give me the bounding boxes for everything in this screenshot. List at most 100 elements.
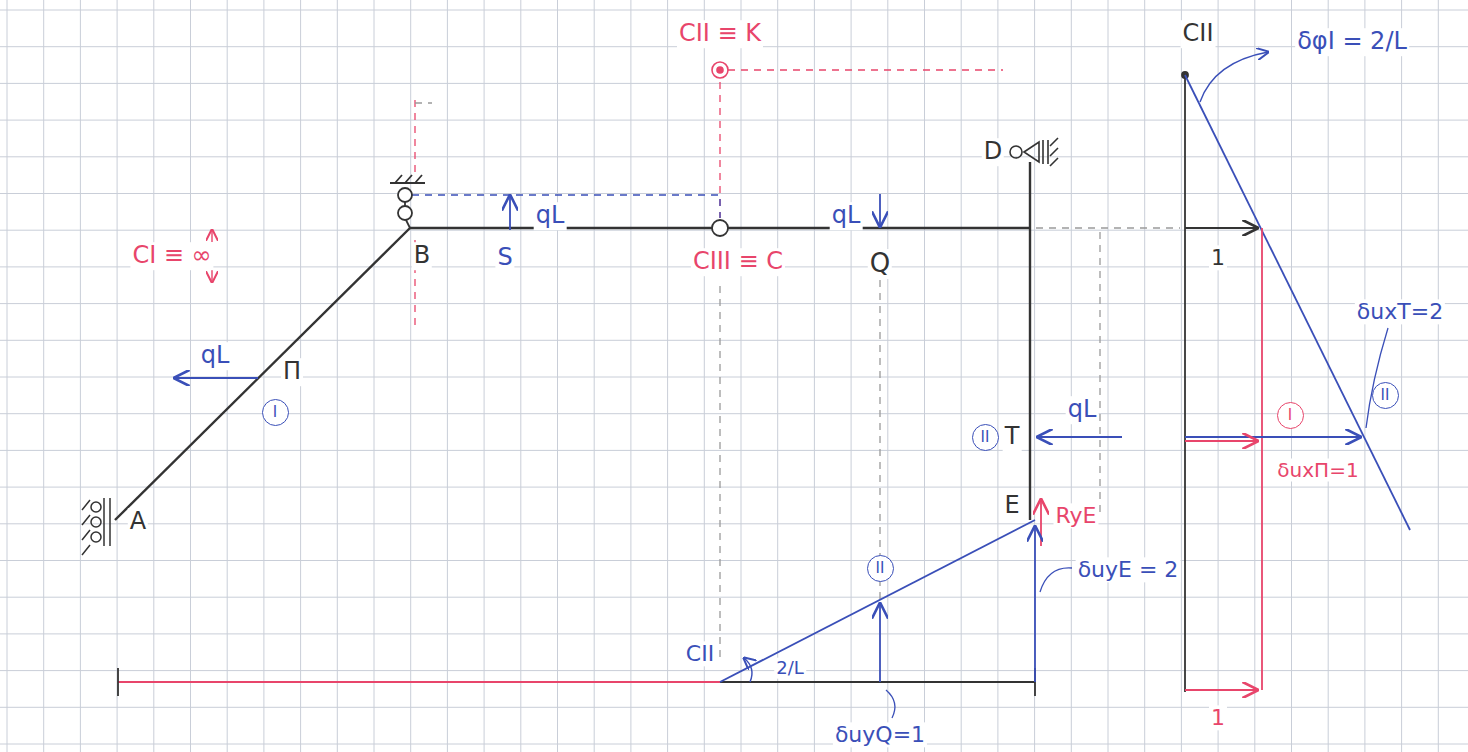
diagram-label: 1 <box>1209 245 1227 270</box>
diagram-label: CII <box>1181 20 1216 48</box>
dashed-construction-line <box>719 82 720 218</box>
body-number: I <box>273 405 277 420</box>
grid-paper <box>227 0 228 752</box>
diagram-label: Π <box>281 358 303 386</box>
diagram-label: Q <box>868 249 892 279</box>
grid-paper <box>924 0 925 752</box>
grid-paper <box>0 340 1468 341</box>
grid-paper <box>594 0 595 752</box>
infinity-arrows <box>211 230 212 242</box>
grid-paper <box>1034 0 1035 752</box>
reaction-arrow <box>1040 500 1042 546</box>
grid-paper <box>741 0 742 752</box>
displacement-diagram <box>118 668 1035 696</box>
diagram-label: δuxT=2 <box>1355 299 1445 324</box>
roller-support <box>1024 142 1039 162</box>
dashed-construction-line <box>1099 232 1100 515</box>
instant-centre <box>717 67 723 73</box>
roller-support <box>1043 140 1048 164</box>
grid-paper <box>0 487 1468 488</box>
load-arrow <box>175 194 1122 437</box>
displacement-diagram <box>118 520 1072 718</box>
diagram-label: RyE <box>1053 503 1098 528</box>
pendulum-support <box>390 175 425 228</box>
grid-paper <box>961 0 962 752</box>
grid-paper <box>851 0 852 752</box>
grid-paper <box>0 707 1468 708</box>
grid-paper <box>0 744 1468 745</box>
grid-paper <box>0 193 1468 194</box>
body-number: II <box>876 561 885 576</box>
dashed-construction-line <box>879 280 880 600</box>
grid-paper <box>0 413 1468 414</box>
pendulum-support <box>395 175 422 183</box>
grid-paper <box>0 120 1468 121</box>
rotation-diagram <box>1185 436 1360 438</box>
displacement-diagram <box>720 520 1035 682</box>
grid-paper <box>153 0 154 752</box>
grid-paper <box>777 0 778 752</box>
diagram-label: E <box>1002 492 1021 520</box>
load-arrow <box>879 194 881 226</box>
grid-paper <box>814 0 815 752</box>
hinge <box>712 220 728 236</box>
grid-paper <box>1144 0 1145 752</box>
diagram-label: 2/L <box>774 658 806 679</box>
diagram-label: T <box>1003 423 1022 451</box>
hinge <box>712 220 728 236</box>
diagram-label: δφI = 2/L <box>1295 28 1409 56</box>
pendulum-support <box>398 206 412 220</box>
grid-paper <box>0 523 1468 524</box>
grid-paper <box>1071 0 1072 752</box>
rotation-diagram <box>1182 52 1410 692</box>
displacement-diagram <box>886 690 895 718</box>
grid-paper <box>1364 0 1365 752</box>
diagram-label: qL <box>1066 396 1099 424</box>
dashed-construction-line <box>415 102 432 103</box>
roller-support <box>91 517 101 527</box>
diagram-label: δuyQ=1 <box>833 722 927 747</box>
body-number-circle: I <box>262 399 289 426</box>
roller-support <box>1010 138 1058 166</box>
displacement-diagram <box>1040 568 1072 592</box>
grid-paper <box>667 0 668 752</box>
dashed-construction-line <box>1036 227 1180 228</box>
grid-paper <box>117 0 118 752</box>
grid-paper <box>263 0 264 752</box>
body-number-circle: II <box>1372 382 1399 409</box>
displacement-diagram <box>1034 527 1036 682</box>
displacement-diagram <box>744 658 752 682</box>
load-arrow <box>175 377 258 379</box>
diagram-label: B <box>412 242 432 270</box>
body-number-circle: II <box>867 555 894 582</box>
grid-paper <box>1181 0 1182 752</box>
pendulum-support <box>398 188 412 202</box>
diagram-label: qL <box>534 202 567 230</box>
grid-paper <box>374 0 375 752</box>
grid-paper <box>80 0 81 752</box>
grid-paper <box>190 0 191 752</box>
diagram-label: 1 <box>1209 705 1227 730</box>
grid-paper <box>337 0 338 752</box>
bar <box>1029 162 1031 520</box>
grid-paper <box>0 597 1468 598</box>
diagram-label: CIII ≡ C <box>691 248 785 276</box>
roller-support <box>1050 138 1058 166</box>
bar <box>115 162 1030 520</box>
rotation-diagram <box>1184 160 1186 692</box>
body-number: II <box>981 430 990 445</box>
grid-paper <box>43 0 44 752</box>
instant-centre <box>712 62 728 78</box>
diagram-label: qL <box>199 342 232 370</box>
dashed-construction-line <box>414 100 415 176</box>
roller-support <box>82 498 110 555</box>
grid-paper <box>1401 0 1402 752</box>
grid-paper <box>0 560 1468 561</box>
grid-paper <box>484 0 485 752</box>
grid-paper <box>630 0 631 752</box>
rotation-diagram <box>1185 440 1257 442</box>
reaction-arrow <box>1040 500 1042 546</box>
grid-paper <box>0 10 1468 11</box>
grid-paper <box>997 0 998 752</box>
